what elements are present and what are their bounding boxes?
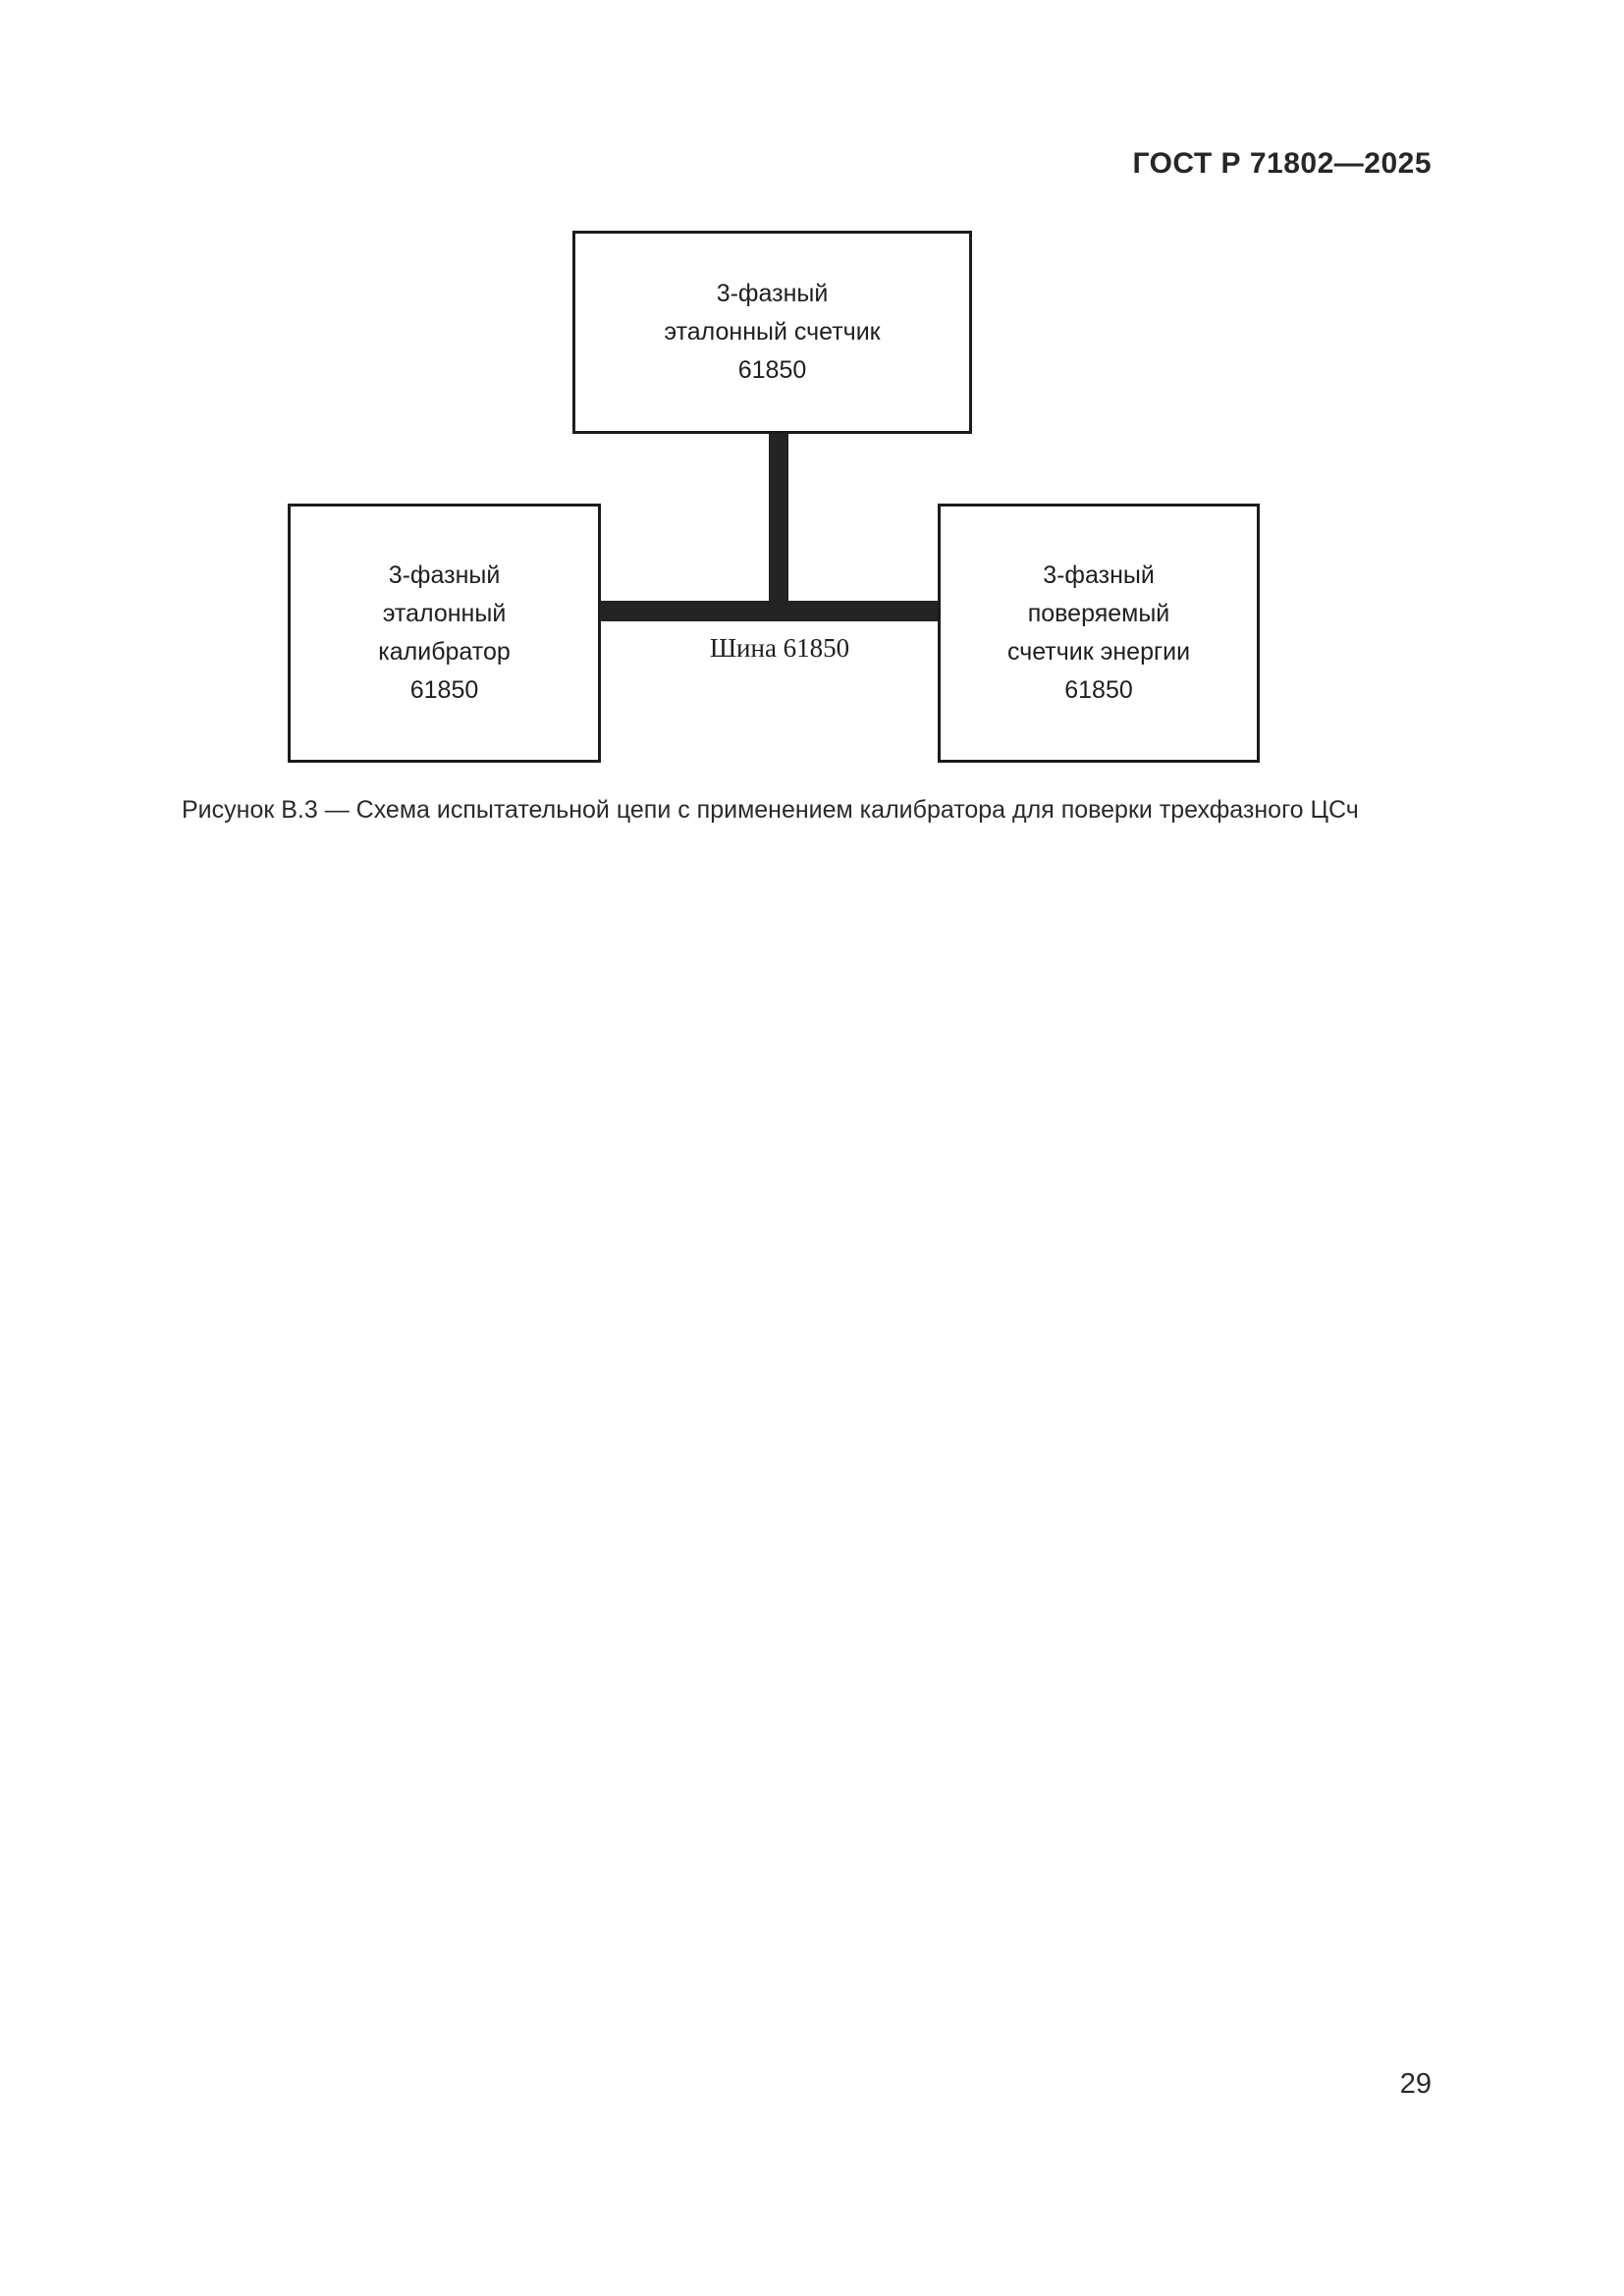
figure-caption: Рисунок В.3 — Схема испытательной цепи с…	[182, 796, 1359, 824]
page-number: 29	[1399, 2068, 1432, 2100]
box-label-line: 61850	[409, 676, 479, 704]
box-label-line: поверяемый	[1027, 600, 1170, 627]
box-label-line: 3-фазный	[1043, 561, 1155, 589]
box-label-line: 61850	[1064, 676, 1133, 704]
box-label-line: 3-фазный	[388, 561, 501, 589]
box-reference-meter: 3-фазный эталонный счетчик 61850	[572, 231, 972, 434]
bus-horizontal-line	[600, 601, 938, 621]
bus-vertical-connector-line	[769, 434, 788, 621]
bus-label: Шина 61850	[709, 633, 850, 663]
box-label-line: 61850	[737, 356, 807, 384]
box-label-line: счетчик энергии	[1006, 638, 1191, 666]
box-meter-under-test: 3-фазный поверяемый счетчик энергии 6185…	[938, 504, 1260, 763]
document-header: ГОСТ Р 71802—2025	[1132, 147, 1432, 180]
box-reference-calibrator: 3-фазный эталонный калибратор 61850	[288, 504, 601, 763]
box-label-line: калибратор	[378, 638, 511, 666]
box-label-line: эталонный счетчик	[664, 318, 881, 346]
box-label-line: 3-фазный	[716, 280, 829, 307]
box-label-line: эталонный	[382, 600, 507, 627]
figure-diagram: 3-фазный эталонный счетчик 61850 3-фазны…	[0, 0, 1624, 883]
